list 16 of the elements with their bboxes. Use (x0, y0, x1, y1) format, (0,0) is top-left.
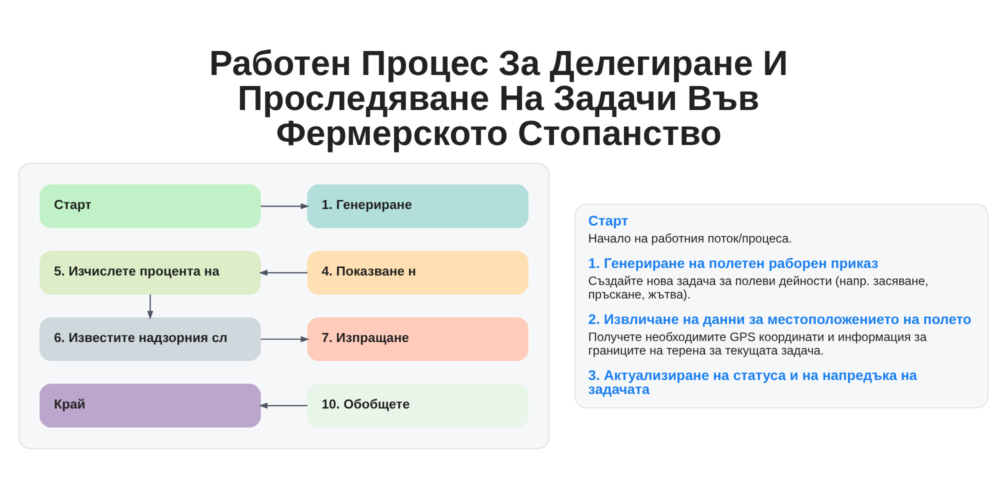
arrow (258, 270, 308, 276)
arrow (260, 336, 310, 342)
node-box: 1. Генериране (307, 184, 528, 228)
arrow (147, 294, 154, 320)
node-box: 6. Известите надзорния сл (40, 317, 261, 362)
cluster (18, 162, 550, 450)
node-box: 4. Показване н (307, 250, 528, 295)
diagram-title: Работен Процес За Делегиране И Проследяване На Задачи Във Фермерското Стопанство (209, 44, 788, 154)
node-box: 7. Изпращане (307, 317, 528, 362)
node-box: Старт Начало на работния поток/процеса. 1. Генериране на полетен раборен приказ Създайте нова задача за полеви дейности (напр. засяване, пръскане, жътва). 2. Извличане на данни за местоположението на полето Получете необходимите GPS координати и информация за границите на терена за текущата задача. 3. Актуализиране на статуса и на напредъка на задачата (574, 204, 988, 408)
node-box: Старт (40, 184, 261, 228)
node-box: 5. Изчислете процента на (40, 250, 261, 295)
node-box: Край (40, 384, 261, 428)
arrow (260, 203, 310, 210)
arrow (258, 402, 308, 409)
node-box: 10. Обобщете (307, 384, 528, 428)
